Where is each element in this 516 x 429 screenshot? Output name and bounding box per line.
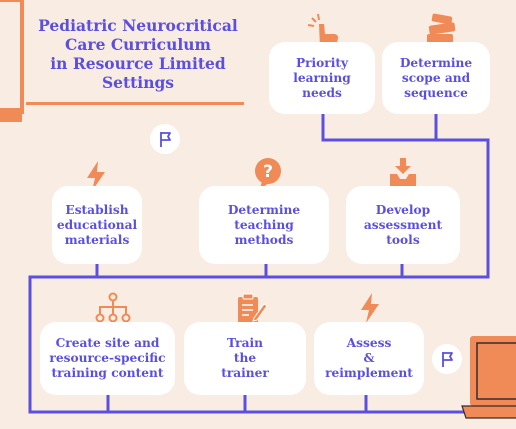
question-bubble-icon: ? [255, 158, 281, 189]
title-underline [26, 102, 244, 105]
step-develop-tools: Develop assessment tools [346, 186, 460, 264]
lightning-icon [87, 161, 105, 191]
step-create-content: Create site and resource-specific traini… [40, 322, 175, 395]
svg-text:?: ? [263, 162, 273, 182]
inbox-download-icon [390, 158, 416, 188]
clipboard-pen-icon [238, 293, 268, 323]
page-title: Pediatric Neurocritical Care Curriculum … [38, 16, 238, 92]
pencil-decoration-icon [0, 0, 24, 122]
step-assess-reimplement: Assess & reimplement [314, 322, 424, 395]
step-establish-materials: Establish educational materials [52, 186, 142, 264]
org-chart-icon [95, 292, 131, 323]
books-icon [427, 13, 456, 44]
flag-icon-end [432, 344, 462, 374]
step-train-trainer: Train the trainer [184, 322, 306, 395]
flag-icon [150, 124, 180, 154]
step-determine-scope: Determine scope and sequence [382, 42, 490, 114]
step-priority-learning-needs: Priority learning needs [269, 42, 375, 114]
lightning-icon-assess [361, 293, 379, 323]
step-determine-methods: Determine teaching methods [199, 186, 329, 264]
laptop-decoration-icon [461, 336, 516, 419]
